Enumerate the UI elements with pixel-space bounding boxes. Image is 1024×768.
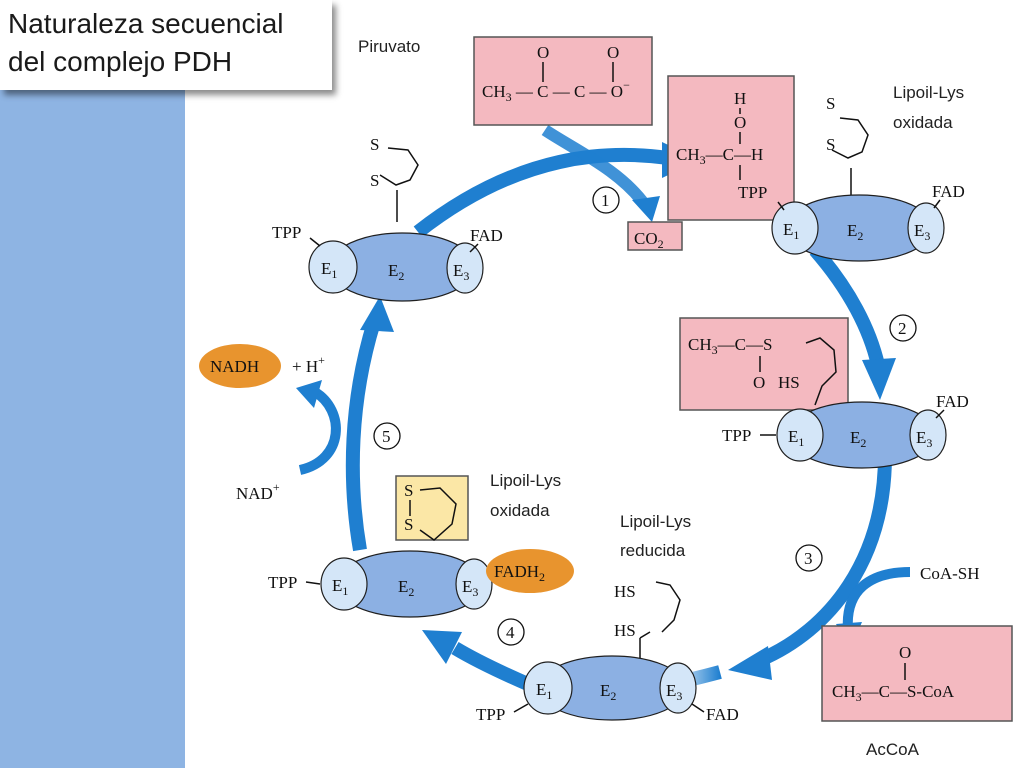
pyruvate-structure: CH3 — C — C — O− O O <box>473 36 653 126</box>
nad-label: NAD+ <box>236 480 280 503</box>
sidebar-band <box>0 0 185 768</box>
svg-text:H: H <box>734 89 746 108</box>
svg-text:O: O <box>753 373 765 392</box>
arrow-head-3 <box>728 646 772 680</box>
arrow-head-nad <box>296 380 322 408</box>
svg-text:FADH2: FADH2 <box>494 562 545 584</box>
svg-text:HS: HS <box>614 621 636 640</box>
svg-text:CH3—C—S-CoA: CH3—C—S-CoA <box>832 682 955 704</box>
svg-text:CH3—C—H: CH3—C—H <box>676 145 763 167</box>
fadh2-badge <box>486 549 574 593</box>
step-4: 4 <box>506 623 515 642</box>
svg-text:S: S <box>826 94 835 113</box>
coa-sh-label: CoA-SH <box>920 564 980 583</box>
tpp-label-a: TPP <box>272 223 301 242</box>
co2-box: CO2 <box>627 221 683 251</box>
step-2: 2 <box>898 319 907 338</box>
svg-text:O: O <box>734 113 746 132</box>
arrow-segment-3 <box>757 454 892 667</box>
fad-label-d: FAD <box>706 705 739 724</box>
svg-text:S: S <box>404 481 413 500</box>
arrow-nad <box>298 387 341 475</box>
step-badges: 1 2 3 4 5 <box>373 186 917 646</box>
svg-text:HS: HS <box>778 373 800 392</box>
accoa-label: AcCoA <box>866 740 920 759</box>
enzyme-complex-top-left: SS E1 E2 E3 TPP FAD <box>272 135 503 302</box>
svg-text:S: S <box>404 515 413 534</box>
arrow-head-4 <box>422 630 462 664</box>
oxidized-lipoyl-box <box>395 475 469 541</box>
svg-text:Lipoil-Lys: Lipoil-Lys <box>490 471 561 490</box>
svg-text:CO2: CO2 <box>634 229 664 251</box>
arrow-segment-4 <box>451 641 533 692</box>
nadh-label: NADH <box>210 357 259 376</box>
enzyme-complex-left-bottom: SS E1 E2 E3 TPP FADH2 <box>268 475 574 618</box>
svg-text:O: O <box>899 643 911 662</box>
enzyme-complex-right: E1 E2 E3 TPP FAD <box>722 392 969 469</box>
arrow-segment-5 <box>345 319 381 552</box>
step-1: 1 <box>601 191 610 210</box>
svg-text:reducida: reducida <box>620 541 686 560</box>
fad-label-a: FAD <box>470 226 503 245</box>
svg-text:Lipoil-Lys: Lipoil-Lys <box>620 512 691 531</box>
lipoyl-reducida: Lipoil-Lys reducida <box>620 512 691 560</box>
fad-label-b: FAD <box>932 182 965 201</box>
tpp-label-c: TPP <box>722 426 751 445</box>
arrow-segment-1 <box>413 147 669 238</box>
arrow-head-5 <box>360 296 394 332</box>
title-box: Naturaleza secuencial del complejo PDH <box>0 0 332 90</box>
title-line-1: Naturaleza secuencial <box>8 8 284 39</box>
arrow-co2-release <box>541 125 650 209</box>
tpp-label-d: TPP <box>476 705 505 724</box>
tpp-label-box: TPP <box>738 183 767 202</box>
arrow-head-2 <box>862 358 896 400</box>
svg-text:S: S <box>370 171 379 190</box>
svg-text:oxidada: oxidada <box>893 113 953 132</box>
step-3: 3 <box>804 549 813 568</box>
svg-text:Lipoil-Lys: Lipoil-Lys <box>893 83 964 102</box>
pyruvate-label: Piruvato <box>358 37 420 56</box>
hydroxyethyl-tpp-structure: H O CH3—C—H TPP <box>667 75 795 221</box>
arrow-coa <box>842 567 911 631</box>
nadh-badge <box>199 344 281 388</box>
enzyme-complex-bottom: HS HS E1 E2 E3 TPP FAD <box>476 581 739 724</box>
svg-text:+ H+: + H+ <box>292 353 325 376</box>
svg-text:S: S <box>826 135 835 154</box>
arrow-head-co2 <box>632 196 660 222</box>
nadh-group: NADH + H+ <box>199 344 325 388</box>
svg-text:HS: HS <box>614 582 636 601</box>
title-line-2: del complejo PDH <box>8 46 233 77</box>
acetyl-lipoyl-structure: CH3—C—S O HS <box>679 317 849 411</box>
fad-label-c: FAD <box>936 392 969 411</box>
svg-text:S: S <box>370 135 379 154</box>
acetyl-coa-structure: O CH3—C—S-CoA <box>821 625 1013 722</box>
enzyme-complex-top-right: SS E1 E2 E3 FAD <box>771 94 965 262</box>
svg-text:CH3—C—S: CH3—C—S <box>688 335 772 357</box>
svg-text:CH3 — C — C — O−: CH3 — C — C — O− <box>482 78 630 104</box>
svg-text:oxidada: oxidada <box>490 501 550 520</box>
tpp-label-e: TPP <box>268 573 297 592</box>
svg-text:O: O <box>537 43 549 62</box>
lipoyl-oxidada-middle: Lipoil-Lys oxidada <box>490 471 561 520</box>
lipoyl-oxidada-top: Lipoil-Lys oxidada <box>893 83 964 132</box>
step-5: 5 <box>382 427 391 446</box>
arrow-segment-2 <box>809 245 885 367</box>
svg-text:O: O <box>607 43 619 62</box>
